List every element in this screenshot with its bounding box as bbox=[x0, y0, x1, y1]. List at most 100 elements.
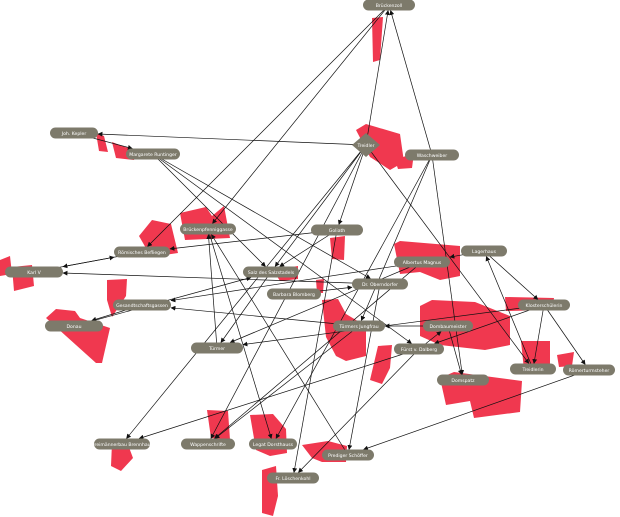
relationship-arrow bbox=[212, 4, 390, 224]
node-label: Brückenpfenniggasse bbox=[183, 227, 233, 233]
relationship-arrow bbox=[365, 144, 530, 364]
node-shape bbox=[563, 364, 615, 376]
node-shape bbox=[50, 127, 98, 139]
relationship-arrow bbox=[152, 153, 371, 279]
node-salzstadel[interactable]: Salz des Salzstadels bbox=[243, 266, 299, 278]
relationship-arrow bbox=[152, 153, 266, 267]
node-jungfrau[interactable]: Türmers Jungfrau bbox=[333, 320, 385, 332]
node-bruckenpfennig[interactable]: Brückenpfenniggasse bbox=[180, 223, 236, 235]
node-bruckenzoll[interactable]: Brückenzoll bbox=[363, 0, 415, 11]
node-oberndorfer[interactable]: Dr. Oberndorfer bbox=[352, 278, 408, 290]
node-wappenschrifte[interactable]: Wappenschrifte bbox=[181, 438, 235, 450]
relationship-arrow bbox=[138, 348, 420, 440]
node-label: Klosterschülerin bbox=[526, 303, 563, 309]
node-shape bbox=[394, 343, 444, 355]
node-tuermer[interactable]: Türmer bbox=[191, 342, 243, 354]
node-shape bbox=[249, 438, 297, 450]
node-treidlerin[interactable]: Treidlerin bbox=[510, 363, 556, 375]
node-label: Gesandtschaftsgassen bbox=[116, 303, 168, 309]
relationship-arrow bbox=[434, 304, 545, 345]
node-label: Lagerhaus bbox=[472, 249, 497, 255]
node-lagerhaus[interactable]: Lagerhaus bbox=[461, 245, 507, 257]
node-goliath[interactable]: Goliath bbox=[311, 224, 363, 236]
node-label: Treidler bbox=[357, 143, 375, 149]
relationship-arrow bbox=[337, 144, 367, 225]
node-shape bbox=[322, 449, 374, 461]
node-karl[interactable]: Karl V bbox=[5, 266, 63, 278]
node-label: Römerturmsteher bbox=[569, 368, 610, 374]
node-label: Dombaumeister bbox=[430, 324, 467, 330]
relationship-arrow bbox=[365, 10, 390, 146]
building-footprint bbox=[372, 17, 383, 62]
node-label: Karl V bbox=[27, 270, 41, 276]
node-shape bbox=[114, 246, 170, 258]
node-label: Prediger Schöffer bbox=[328, 453, 368, 459]
node-label: Legat Dorsthauss bbox=[253, 442, 294, 448]
relationship-arrow bbox=[206, 234, 218, 349]
node-shape bbox=[45, 320, 103, 332]
node-treidler[interactable]: Treidler bbox=[352, 133, 380, 157]
relationship-arrow bbox=[292, 229, 338, 473]
node-label: Treidlerin bbox=[521, 367, 543, 373]
relationship-arrow bbox=[543, 304, 586, 365]
node-shape bbox=[94, 438, 150, 450]
relationship-arrow bbox=[62, 270, 381, 285]
building-footprint bbox=[330, 236, 345, 260]
node-schoeffer[interactable]: Prediger Schöffer bbox=[322, 449, 374, 461]
node-dombaumeister[interactable]: Dombaumeister bbox=[423, 320, 473, 332]
node-barbara[interactable]: Barbara Blomberg bbox=[267, 288, 321, 300]
node-margarete[interactable]: Margarete Runtinger bbox=[126, 148, 180, 160]
node-shape bbox=[180, 223, 236, 235]
building-footprint bbox=[96, 133, 108, 152]
node-kepler[interactable]: Joh. Kepler bbox=[50, 127, 98, 139]
relationship-arrows bbox=[33, 4, 590, 473]
relationship-arrow bbox=[207, 228, 273, 439]
node-shape bbox=[267, 472, 319, 484]
node-dreistein[interactable]: Dreimännerbau Brennhaus bbox=[91, 438, 154, 450]
node-label: Fr. Löschenkohl bbox=[275, 476, 310, 482]
node-shape bbox=[510, 363, 556, 375]
node-shape bbox=[181, 438, 235, 450]
node-shape bbox=[352, 278, 408, 290]
node-label: Margarete Runtinger bbox=[129, 152, 177, 158]
relationship-arrow bbox=[211, 234, 349, 456]
relationship-arrow bbox=[220, 271, 272, 343]
node-roemerturm[interactable]: Römerturmsteher bbox=[563, 364, 615, 376]
building-footprint bbox=[557, 352, 574, 367]
relationship-arrow bbox=[275, 154, 433, 439]
relationship-arrow bbox=[363, 369, 590, 451]
node-roemisches[interactable]: Römisches Befliegen bbox=[114, 246, 170, 258]
node-legat[interactable]: Legat Dorsthauss bbox=[249, 438, 297, 450]
node-label: Türmer bbox=[208, 346, 225, 352]
relationship-arrow bbox=[360, 154, 433, 321]
node-label: Albertus Magnus bbox=[403, 260, 442, 266]
node-loschenkohl[interactable]: Fr. Löschenkohl bbox=[267, 472, 319, 484]
node-label: Salz des Salzstadels bbox=[248, 270, 295, 276]
relationship-arrow bbox=[214, 325, 360, 439]
node-klosterschuelerin[interactable]: Klosterschülerin bbox=[518, 299, 570, 311]
node-label: Dr. Oberndorfer bbox=[362, 282, 398, 288]
node-donau[interactable]: Donau bbox=[45, 320, 103, 332]
node-shape bbox=[267, 288, 321, 300]
relationship-arrow bbox=[447, 325, 463, 375]
node-shape bbox=[518, 299, 570, 311]
relationship-arrow bbox=[298, 348, 420, 473]
node-dalberg[interactable]: Fürst v. Dalberg bbox=[394, 343, 444, 355]
node-albertus[interactable]: Albertus Magnus bbox=[394, 256, 450, 268]
node-gesandtschaft[interactable]: Gesandtschaftsgassen bbox=[113, 299, 171, 311]
relationship-arrow bbox=[532, 304, 545, 364]
node-label: Türmers Jungfrau bbox=[338, 324, 378, 330]
node-domspatz[interactable]: Domspatz bbox=[437, 374, 489, 386]
node-label: Wappenschrifte bbox=[190, 442, 226, 448]
relationship-arrow bbox=[229, 261, 423, 344]
node-label: Barbara Blomberg bbox=[273, 292, 315, 298]
node-shape bbox=[126, 148, 180, 160]
node-waschweiber[interactable]: Waschweiber bbox=[405, 149, 459, 161]
node-label: Dreimännerbau Brennhaus bbox=[91, 442, 154, 448]
relationship-arrow bbox=[147, 4, 390, 247]
node-shape bbox=[394, 256, 450, 268]
node-shape bbox=[352, 133, 380, 157]
relationship-arrow bbox=[279, 229, 338, 267]
relationship-arrow bbox=[389, 10, 433, 156]
